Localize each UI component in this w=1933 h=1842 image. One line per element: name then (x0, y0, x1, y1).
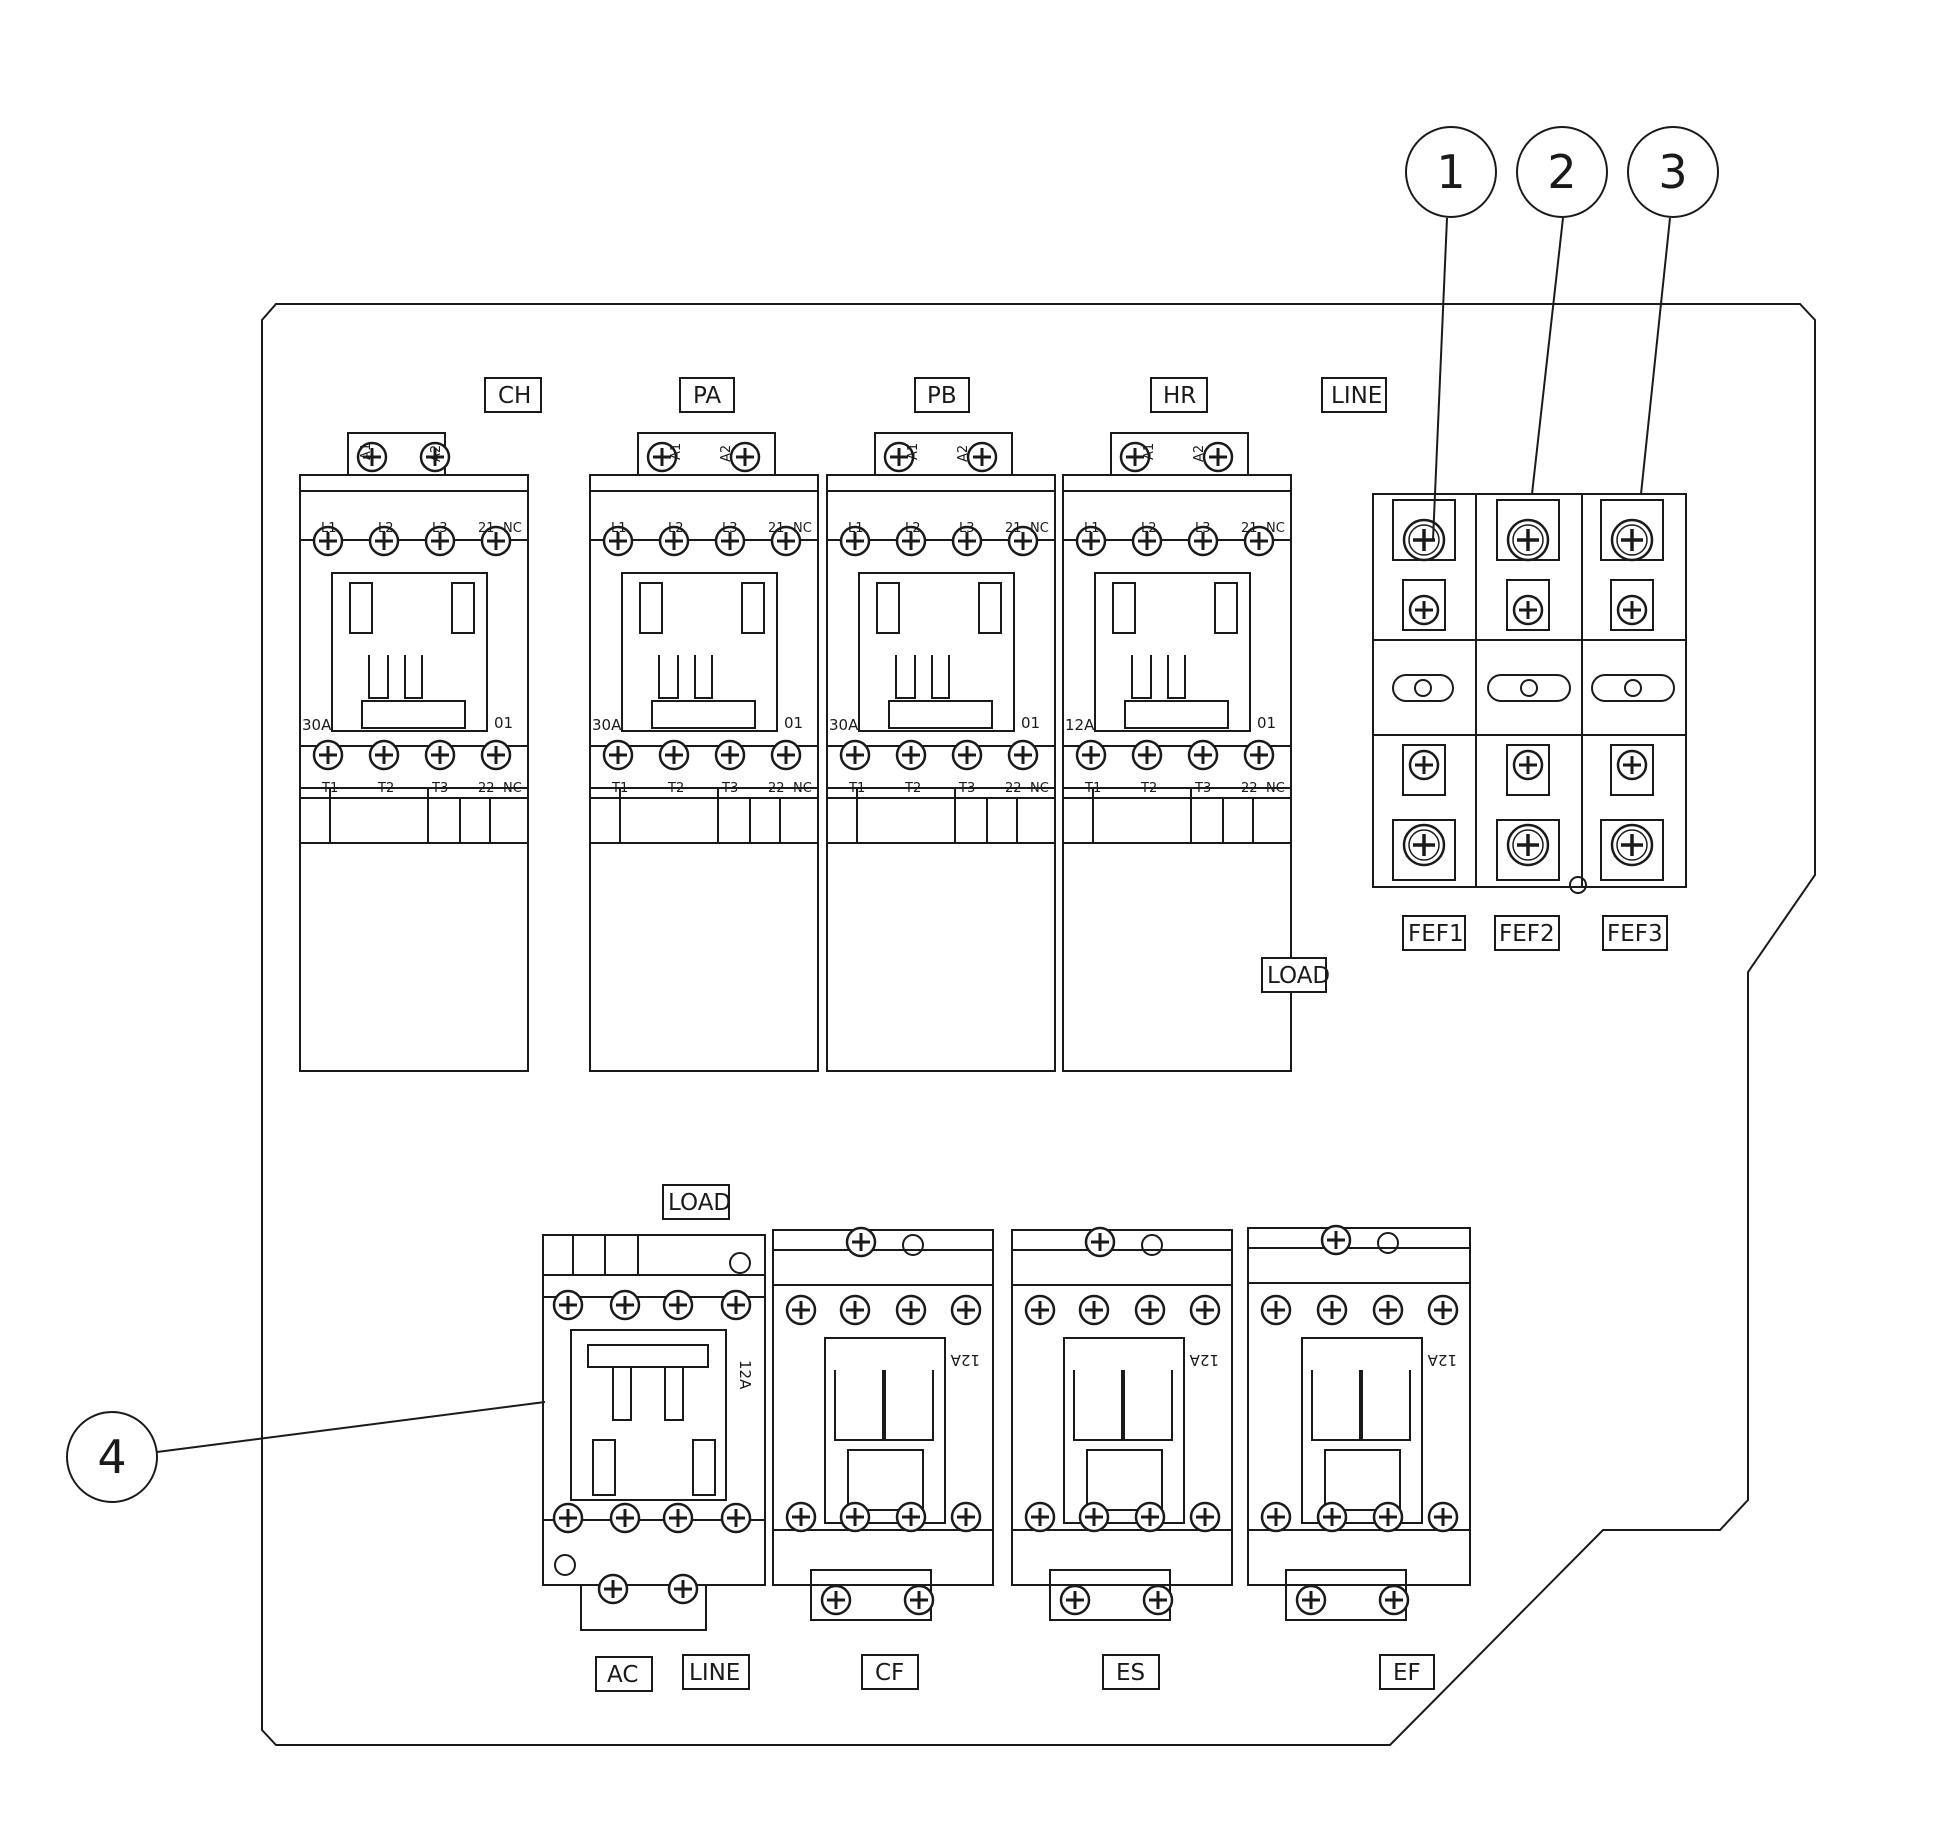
contactor-cf (772, 1226, 994, 1621)
terminal-label: NC (1030, 781, 1049, 796)
aux-label: 01 (1021, 714, 1040, 732)
label-ch: CH (498, 383, 531, 409)
terminal-label: NC (1266, 521, 1285, 536)
label-ef: EF (1393, 1660, 1421, 1686)
fuse-holder-fef1 (1392, 499, 1456, 881)
callout-2: 2 (1516, 126, 1608, 218)
aux-label: 01 (784, 714, 803, 732)
terminal-label: L3 (959, 521, 975, 536)
terminal-label: T2 (377, 781, 394, 796)
terminal-label: T3 (431, 781, 448, 796)
terminal-label: L3 (722, 521, 738, 536)
contactor-ef (1247, 1224, 1471, 1621)
terminal-label: L1 (1084, 521, 1100, 536)
rating-label: 30A (592, 716, 622, 734)
terminal-label: L1 (848, 521, 864, 536)
terminal-label: T2 (904, 781, 921, 796)
terminal-label: A1 (669, 443, 684, 460)
rating-label: 12A (1065, 716, 1095, 734)
terminal-label: NC (503, 521, 522, 536)
panel-outline (261, 303, 1816, 1746)
terminal-label: T3 (958, 781, 975, 796)
fuse-holder-fef2 (1487, 499, 1571, 881)
rating-label: 12A (1427, 1351, 1457, 1369)
terminal-label: L3 (1195, 521, 1211, 536)
contactor-ac (542, 1234, 766, 1631)
terminal-label: NC (1266, 781, 1285, 796)
aux-label: 01 (494, 714, 513, 732)
terminal-label: T3 (721, 781, 738, 796)
terminal-label: L2 (668, 521, 684, 536)
label-fef2: FEF2 (1499, 921, 1555, 947)
label-line-top: LINE (1331, 383, 1382, 409)
callout-number: 4 (97, 1430, 126, 1484)
label-line-bottom: LINE (689, 1660, 740, 1686)
terminal-label: 21 (1241, 521, 1258, 536)
contactor-es (1011, 1226, 1233, 1621)
label-load-right: LOAD (1267, 963, 1330, 989)
callouts: 1 2 3 4 (66, 126, 1719, 1503)
fuse-holder-fef3 (1591, 499, 1675, 881)
terminal-label: A1 (359, 443, 374, 460)
terminal-label: 21 (478, 521, 495, 536)
label-pb: PB (927, 383, 957, 409)
terminal-label: 21 (768, 521, 785, 536)
label-load-bottom: LOAD (668, 1190, 731, 1216)
callout-3: 3 (1627, 126, 1719, 218)
terminal-label: A2 (1192, 445, 1207, 462)
terminal-label: A1 (1142, 443, 1157, 460)
label-pa: PA (693, 383, 721, 409)
terminal-label: 22 (1241, 781, 1258, 796)
terminal-label: L2 (905, 521, 921, 536)
terminal-label: A2 (429, 445, 444, 462)
terminal-label: 22 (478, 781, 495, 796)
rating-label: 12A (1189, 1351, 1219, 1369)
contactor-hr (1062, 432, 1292, 1072)
callout-4: 4 (66, 1411, 158, 1503)
terminal-label: T1 (611, 781, 628, 796)
callout-1: 1 (1405, 126, 1497, 218)
label-boxes: CH PA PB HR LINE LOAD FEF1 FEF2 FEF3 LOA… (484, 377, 1668, 1692)
callout-number: 1 (1436, 145, 1465, 199)
terminal-label: L1 (611, 521, 627, 536)
label-fef1: FEF1 (1408, 921, 1464, 947)
terminal-label: L2 (1141, 521, 1157, 536)
rating-label: 12A (950, 1351, 980, 1369)
contactor-pb (826, 432, 1056, 1072)
terminal-label: L1 (321, 521, 337, 536)
callout-number: 3 (1658, 145, 1687, 199)
rating-label: 30A (302, 716, 332, 734)
terminal-label: T2 (1140, 781, 1157, 796)
rating-label: 12A (736, 1360, 754, 1390)
callout-number: 2 (1547, 145, 1576, 199)
terminal-label: T1 (1084, 781, 1101, 796)
aux-label: 01 (1257, 714, 1276, 732)
terminal-label: 21 (1005, 521, 1022, 536)
terminal-label: T1 (848, 781, 865, 796)
terminal-label: T3 (1194, 781, 1211, 796)
terminal-label: A1 (906, 443, 921, 460)
terminal-label: NC (793, 781, 812, 796)
terminal-label: NC (503, 781, 522, 796)
contactor-pa (589, 432, 819, 1072)
terminal-label: L2 (378, 521, 394, 536)
fuse-block-group (1372, 493, 1687, 894)
terminal-label: NC (793, 521, 812, 536)
label-fef3: FEF3 (1607, 921, 1663, 947)
label-es: ES (1116, 1660, 1145, 1686)
terminal-label: T2 (667, 781, 684, 796)
label-hr: HR (1163, 383, 1196, 409)
terminal-label: 22 (1005, 781, 1022, 796)
terminal-label: L3 (432, 521, 448, 536)
contactor-ch (299, 432, 529, 1072)
label-cf: CF (875, 1660, 904, 1686)
terminal-label: NC (1030, 521, 1049, 536)
terminal-label: A2 (719, 445, 734, 462)
terminal-label: A2 (956, 445, 971, 462)
rating-label: 30A (829, 716, 859, 734)
label-ac: AC (607, 1662, 638, 1688)
terminal-label: T1 (321, 781, 338, 796)
terminal-label: 22 (768, 781, 785, 796)
